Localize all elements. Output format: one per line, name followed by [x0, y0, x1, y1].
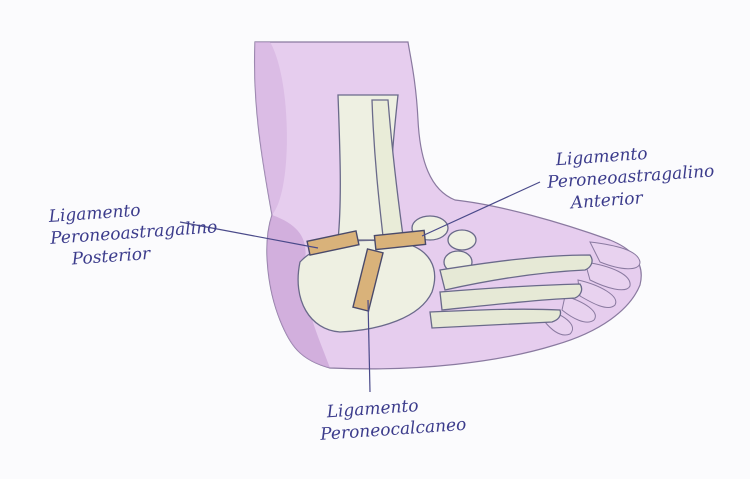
label-anterior: Ligamento Peroneoastragalino Anterior — [545, 138, 717, 216]
label-posterior: Ligamento Peroneoastragalino Posterior — [48, 194, 220, 272]
